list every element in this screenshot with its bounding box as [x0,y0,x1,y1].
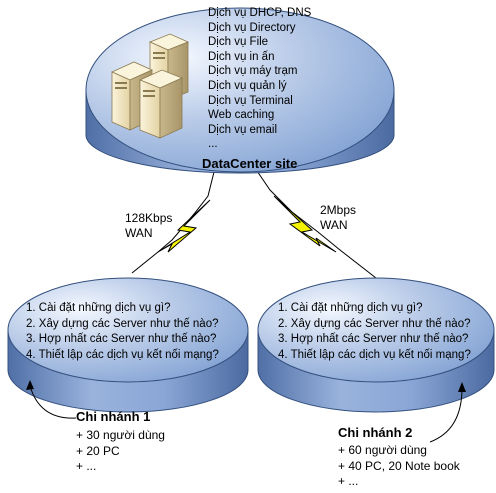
wan-right-label: 2Mbps WAN [320,203,356,233]
branch-disk-right [257,277,495,413]
question-item: 2. Xây dựng các Server như thế nào? [26,317,219,330]
branch-1-questions: 1. Cài đặt những dịch vụ gì? 2. Xây dựng… [26,301,219,364]
service-item: Web caching [208,109,275,122]
service-item: Dịch vụ Directory [208,21,296,34]
service-item: Dịch vụ Terminal [208,94,293,107]
wan-right-type: WAN [320,218,348,232]
stat-item: + 60 người dùng [338,443,427,457]
service-item: Dịch vụ DHCP, DNS [208,7,312,19]
service-item: Dịch vụ quản lý [208,79,287,92]
arrow-left [29,385,77,419]
branch-2-stats: + 60 người dùng + 40 PC, 20 Note book + … [338,443,460,490]
lightning-left-icon [157,199,211,253]
question-item: 4. Thiết lập các dịch vụ kết nối mạng? [26,349,219,362]
services-list: Dịch vụ DHCP, DNS Dịch vụ Directory Dịch… [208,6,311,152]
datacenter-title: DataCenter site [202,156,298,171]
stat-item: + ... [76,459,97,473]
wan-right-speed: 2Mbps [320,203,357,217]
arrow-left-head [26,380,34,390]
service-item: Dịch vụ máy trạm [208,65,298,78]
service-item: Dịch vụ in ấn [208,50,275,63]
arrow-right-head [458,382,466,392]
question-item: 3. Hợp nhất các Server như thế nào? [26,333,217,346]
lightning-right-icon [273,195,337,253]
question-item: 3. Hợp nhất các Server như thế nào? [278,333,469,346]
stat-item: + 40 PC, 20 Note book [338,458,460,473]
branch-1-stats: + 30 người dùng + 20 PC + ... [76,428,165,475]
question-item: 2. Xây dựng các Server như thế nào? [278,317,471,330]
wan-left-label: 128Kbps WAN [125,211,172,241]
branch-1-name: Chi nhánh 1 [76,409,151,424]
branch-2-name: Chi nhánh 2 [338,425,413,440]
question-item: 1. Cài đặt những dịch vụ gì? [26,302,171,314]
servers-icon [111,33,190,139]
question-item: 1. Cài đặt những dịch vụ gì? [278,302,423,314]
question-item: 4. Thiết lập các dịch vụ kết nối mạng? [278,349,471,362]
arrow-right [429,387,463,443]
wan-line-right [254,167,377,279]
stat-item: + 20 PC [76,443,120,458]
service-item: ... [208,138,218,151]
service-item: Dịch vụ File [208,36,269,49]
wan-left-type: WAN [125,226,153,240]
wan-left-speed: 128Kbps [125,211,173,225]
branch-2-questions: 1. Cài đặt những dịch vụ gì? 2. Xây dựng… [278,301,471,364]
branch-disk-left [7,277,249,413]
service-item: Dịch vụ email [208,123,278,136]
stat-item: + ... [338,474,359,488]
stat-item: + 30 người dùng [76,428,165,442]
